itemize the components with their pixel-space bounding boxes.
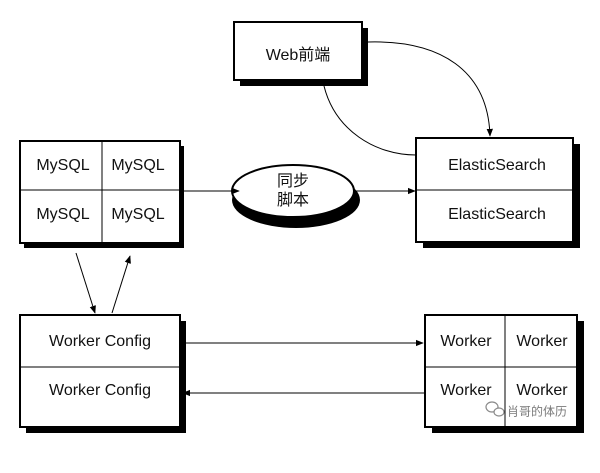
elasticsearch-cell-2: ElasticSearch xyxy=(448,206,546,223)
worker-cell-2: Worker xyxy=(516,333,568,350)
sync-script-line2: 脚本 xyxy=(277,191,309,209)
arrow-worker-config-to-mysql xyxy=(111,255,131,314)
worker-config-node: Worker Config Worker Config xyxy=(19,314,186,433)
worker-config-cell-2: Worker Config xyxy=(49,382,151,399)
watermark-text: 肖哥的体历 xyxy=(507,404,567,419)
mysql-cell-4: MySQL xyxy=(111,206,164,223)
worker-cell-4: Worker xyxy=(516,382,568,399)
mysql-cluster-node: MySQL MySQL MySQL MySQL xyxy=(19,140,184,248)
curve-web-to-elasticsearch xyxy=(323,85,417,156)
arrow-web-to-elasticsearch xyxy=(367,41,493,137)
worker-cluster-node: Worker Worker Worker Worker xyxy=(424,314,584,433)
watermark: 肖哥的体历 xyxy=(485,401,567,419)
sync-script-line1: 同步 xyxy=(277,172,309,190)
web-frontend-node: Web前端 xyxy=(233,21,368,86)
wechat-icon xyxy=(485,401,505,417)
sync-script-node: 同步 脚本 xyxy=(231,164,360,228)
worker-config-cell-1: Worker Config xyxy=(49,333,151,350)
worker-cell-1: Worker xyxy=(440,333,492,350)
web-frontend-label: Web前端 xyxy=(266,46,331,64)
worker-cell-3: Worker xyxy=(440,382,492,399)
mysql-cell-3: MySQL xyxy=(36,206,89,223)
elasticsearch-cluster-node: ElasticSearch ElasticSearch xyxy=(415,137,580,248)
mysql-cell-2: MySQL xyxy=(111,157,164,174)
elasticsearch-cell-1: ElasticSearch xyxy=(448,157,546,174)
mysql-cell-1: MySQL xyxy=(36,157,89,174)
arrow-mysql-to-worker-config xyxy=(75,252,96,314)
